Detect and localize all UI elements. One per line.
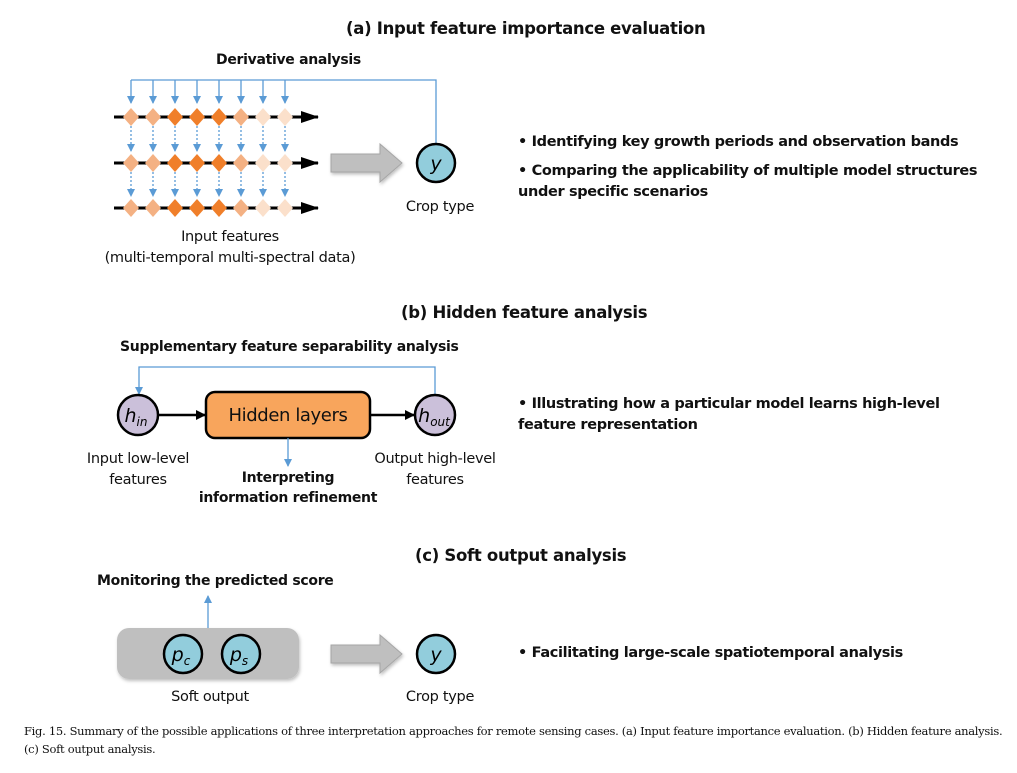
- bullet-a-2: • Comparing the applicability of multipl…: [518, 163, 978, 179]
- input-feature-grid: [114, 80, 319, 217]
- feature-diamond: [167, 154, 183, 172]
- monitoring-score-label: Monitoring the predicted score: [97, 573, 334, 589]
- bullet-b-1: • Illustrating how a particular model le…: [518, 396, 940, 412]
- h-out-node: hout: [413, 393, 457, 437]
- feature-diamond: [145, 199, 161, 217]
- panel-a-title: (a) Input feature importance evaluation: [346, 19, 706, 38]
- gray-arrow-a: [330, 142, 403, 184]
- feature-diamond: [189, 199, 205, 217]
- feature-diamond: [211, 154, 227, 172]
- derivative-feedback-line: [131, 79, 437, 145]
- h-in-label: hin: [125, 405, 148, 429]
- information-refinement-label: information refinement: [198, 490, 378, 506]
- input-low-level-sublabel: features: [109, 472, 167, 488]
- crop-type-label-c: Crop type: [405, 689, 475, 705]
- feature-diamond: [189, 154, 205, 172]
- feature-diamond: [189, 108, 205, 126]
- crop-type-node-a: y: [415, 142, 457, 184]
- panel-c-title: (c) Soft output analysis: [415, 546, 627, 565]
- input-features-sublabel: (multi-temporal multi-spectral data): [104, 250, 356, 266]
- feature-diamond: [167, 108, 183, 126]
- panel-b-title: (b) Hidden feature analysis: [401, 303, 648, 322]
- bullet-b-2: feature representation: [518, 417, 698, 433]
- output-high-level-label: Output high-level: [374, 451, 496, 467]
- bullet-c-1: • Facilitating large-scale spatiotempora…: [518, 645, 903, 661]
- soft-output-container: [117, 628, 299, 679]
- bullet-a-3: under specific scenarios: [518, 184, 708, 200]
- feature-diamond: [277, 199, 293, 217]
- derivative-analysis-label: Derivative analysis: [216, 52, 361, 68]
- feature-diamond: [233, 108, 249, 126]
- output-high-level-sublabel: features: [406, 472, 464, 488]
- bullet-a-1: • Identifying key growth periods and obs…: [518, 134, 959, 150]
- feature-diamond: [255, 199, 271, 217]
- feature-diamond: [233, 154, 249, 172]
- feature-diamond: [255, 108, 271, 126]
- soft-output-label: Soft output: [171, 689, 249, 705]
- feature-diamond: [123, 199, 139, 217]
- h-out-label: hout: [418, 405, 451, 429]
- p-s-node: ps: [220, 633, 262, 675]
- crop-type-node-c-label: y: [429, 644, 442, 666]
- hidden-layers-box: Hidden layers: [204, 390, 372, 440]
- feature-diamond: [211, 199, 227, 217]
- separability-feedback-line: [135, 366, 436, 395]
- p-c-node: pc: [162, 633, 204, 675]
- p-s-label: ps: [229, 644, 248, 668]
- crop-type-node-c: y: [415, 633, 457, 675]
- feature-diamond: [167, 199, 183, 217]
- input-features-label: Input features: [181, 229, 279, 245]
- figure-caption: Fig. 15. Summary of the possible applica…: [24, 724, 1003, 756]
- feature-diamond: [123, 154, 139, 172]
- crop-type-node-a-label: y: [429, 153, 442, 175]
- crop-type-label-a: Crop type: [405, 199, 475, 215]
- input-low-level-label: Input low-level: [86, 451, 190, 467]
- p-c-label: pc: [171, 644, 191, 668]
- feature-diamond: [123, 108, 139, 126]
- interpreting-label: Interpreting: [241, 470, 335, 486]
- feature-diamond: [145, 154, 161, 172]
- hidden-layers-label: Hidden layers: [229, 405, 348, 426]
- feature-diamond: [277, 154, 293, 172]
- gray-arrow-c: [330, 633, 403, 675]
- separability-analysis-label: Supplementary feature separability analy…: [120, 339, 459, 355]
- feature-diamond: [145, 108, 161, 126]
- h-in-node: hin: [116, 393, 160, 437]
- feature-diamond: [255, 154, 271, 172]
- feature-diamond: [233, 199, 249, 217]
- feature-diamond: [277, 108, 293, 126]
- feature-diamond: [211, 108, 227, 126]
